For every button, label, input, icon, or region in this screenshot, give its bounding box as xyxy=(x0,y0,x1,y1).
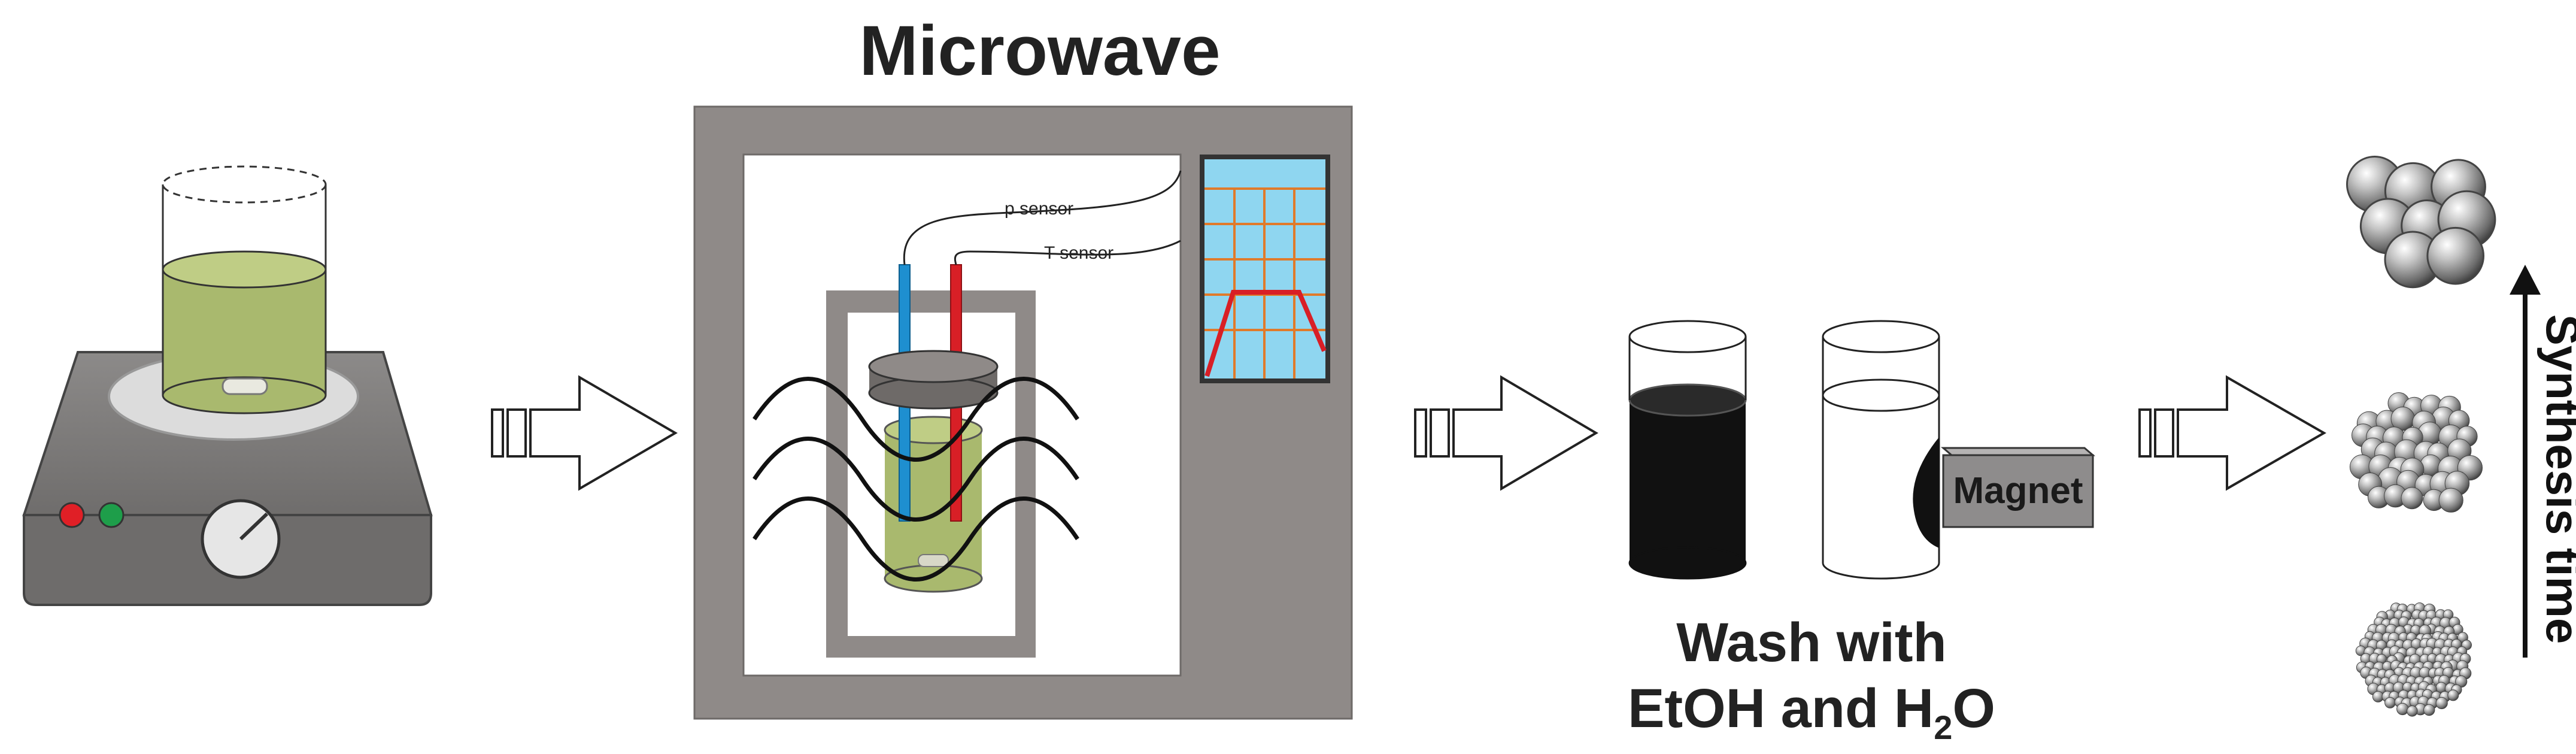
magnet-label: Magnet xyxy=(1953,470,2083,511)
nanoparticle-sphere xyxy=(2396,702,2409,716)
small-nanoparticle-cluster xyxy=(2355,602,2472,717)
beaker-with-solution xyxy=(162,165,327,414)
vessel-cap xyxy=(868,350,999,410)
synthesis-time-axis xyxy=(2510,265,2541,658)
pressure-sensor-label: p sensor xyxy=(1005,199,1073,219)
nanoparticle-sphere xyxy=(2407,705,2418,717)
large-nanoparticle-cluster xyxy=(2346,156,2496,289)
wash-caption-line2: EtOH and H2O xyxy=(1628,678,1995,746)
microwave-title: Microwave xyxy=(859,11,1220,90)
monitor-grid xyxy=(1204,187,1325,378)
indicator-light-green xyxy=(98,502,125,528)
nanoparticle-sphere xyxy=(2384,697,2396,708)
nanoparticle-sphere xyxy=(2423,704,2435,716)
temperature-sensor-wire xyxy=(954,240,1181,265)
microwave-oven: p sensor T sensor xyxy=(693,105,1353,720)
magnetic-separation-vial xyxy=(1822,320,1940,580)
process-arrow-1 xyxy=(491,375,678,491)
nanoparticle-sphere xyxy=(2426,226,2485,285)
temperature-sensor-label: T sensor xyxy=(1044,243,1113,263)
process-arrow-3 xyxy=(2138,375,2327,491)
indicator-light-red xyxy=(59,502,85,528)
magnet-block: Magnet xyxy=(1940,447,2096,528)
control-monitor xyxy=(1200,155,1330,383)
synthesis-time-arrowhead xyxy=(2510,265,2541,295)
control-knob xyxy=(201,499,281,579)
dark-suspension-vial xyxy=(1628,320,1747,580)
stir-bar xyxy=(222,377,268,395)
nanoparticle-sphere xyxy=(2401,487,2423,510)
nanoparticle-sphere xyxy=(2435,697,2448,710)
microwave-radiation-waves xyxy=(753,377,1079,582)
process-arrow-2 xyxy=(1414,375,1598,491)
reaction-vial xyxy=(884,416,983,593)
nanoparticle-sphere xyxy=(2438,487,2463,513)
hotplate-stirrer xyxy=(22,165,433,606)
pressure-sensor-wire xyxy=(903,170,1182,265)
temperature-profile-line xyxy=(1204,290,1327,377)
medium-nanoparticle-cluster xyxy=(2349,392,2483,513)
synthesis-time-label: Synthesis time xyxy=(2536,314,2576,644)
magnetic-particle-deposit xyxy=(1913,437,1939,548)
nanoparticle-sphere xyxy=(2447,689,2459,701)
wash-caption-line1: Wash with xyxy=(1676,612,1946,673)
